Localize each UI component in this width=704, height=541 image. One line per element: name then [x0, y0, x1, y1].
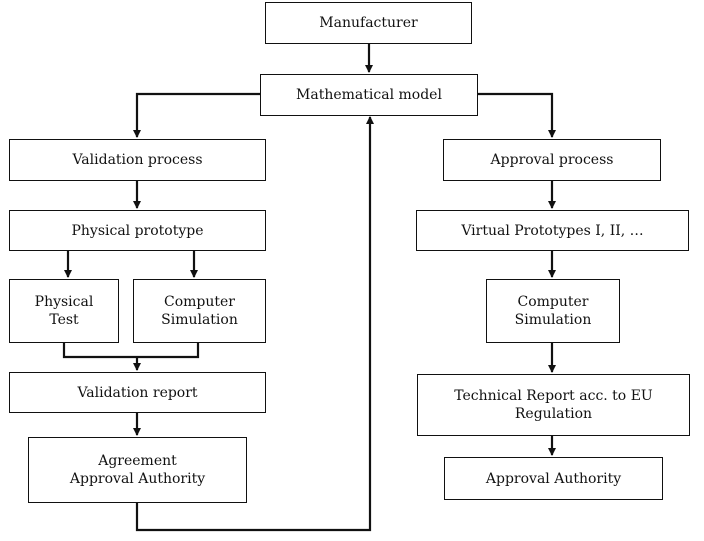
node-label: Agreement Approval Authority	[69, 453, 206, 487]
node-validation-process: Validation process	[9, 139, 266, 181]
edge-agreement-to-model	[135, 116, 374, 532]
edge-model-to-validation	[133, 92, 260, 138]
node-manufacturer: Manufacturer	[265, 2, 472, 44]
node-label: Approval Authority	[485, 470, 622, 487]
node-virtual-prototypes: Virtual Prototypes I, II, …	[416, 210, 689, 251]
node-label: Physical prototype	[71, 222, 204, 239]
node-label: Mathematical model	[296, 87, 442, 103]
node-physical-test: Physical Test	[9, 279, 119, 343]
node-technical-report: Technical Report acc. to EU Regulation	[417, 374, 690, 436]
node-label: Manufacturer	[319, 15, 418, 31]
node-label: Technical Report acc. to EU Regulation	[454, 388, 653, 422]
node-mathematical-model: Mathematical model	[260, 74, 478, 116]
node-label: Computer Simulation	[161, 294, 238, 328]
edge-model-to-approval	[478, 92, 556, 138]
node-computer-simulation-right: Computer Simulation	[486, 279, 620, 343]
node-label: Computer Simulation	[514, 294, 592, 328]
node-validation-report: Validation report	[9, 372, 266, 413]
node-label: Approval process	[490, 152, 614, 168]
node-physical-prototype: Physical prototype	[9, 210, 266, 251]
node-agreement-approval-authority: Agreement Approval Authority	[28, 437, 247, 503]
node-label: Virtual Prototypes I, II, …	[461, 222, 644, 239]
node-label: Physical Test	[34, 294, 94, 328]
node-label: Validation report	[77, 384, 198, 401]
node-computer-simulation-left: Computer Simulation	[133, 279, 266, 343]
node-approval-authority: Approval Authority	[444, 457, 663, 500]
node-approval-process: Approval process	[443, 139, 661, 181]
node-label: Validation process	[72, 152, 203, 168]
edge-test-merge	[62, 343, 200, 359]
